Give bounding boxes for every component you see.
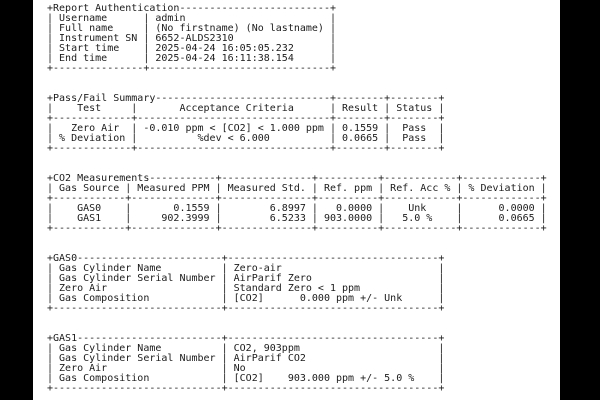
- gas0-details-table: +GAS0------------------------+----------…: [47, 253, 445, 314]
- pass-fail-summary-table: +Pass/Fail Summary----------------------…: [47, 93, 445, 154]
- gas1-details-table: +GAS1------------------------+----------…: [47, 333, 445, 394]
- report-authentication-table: +Report Authentication------------------…: [47, 3, 336, 74]
- co2-measurements-table: +CO2 Measurements-----------+-----------…: [47, 173, 547, 234]
- report-page: +Report Authentication------------------…: [33, 0, 560, 400]
